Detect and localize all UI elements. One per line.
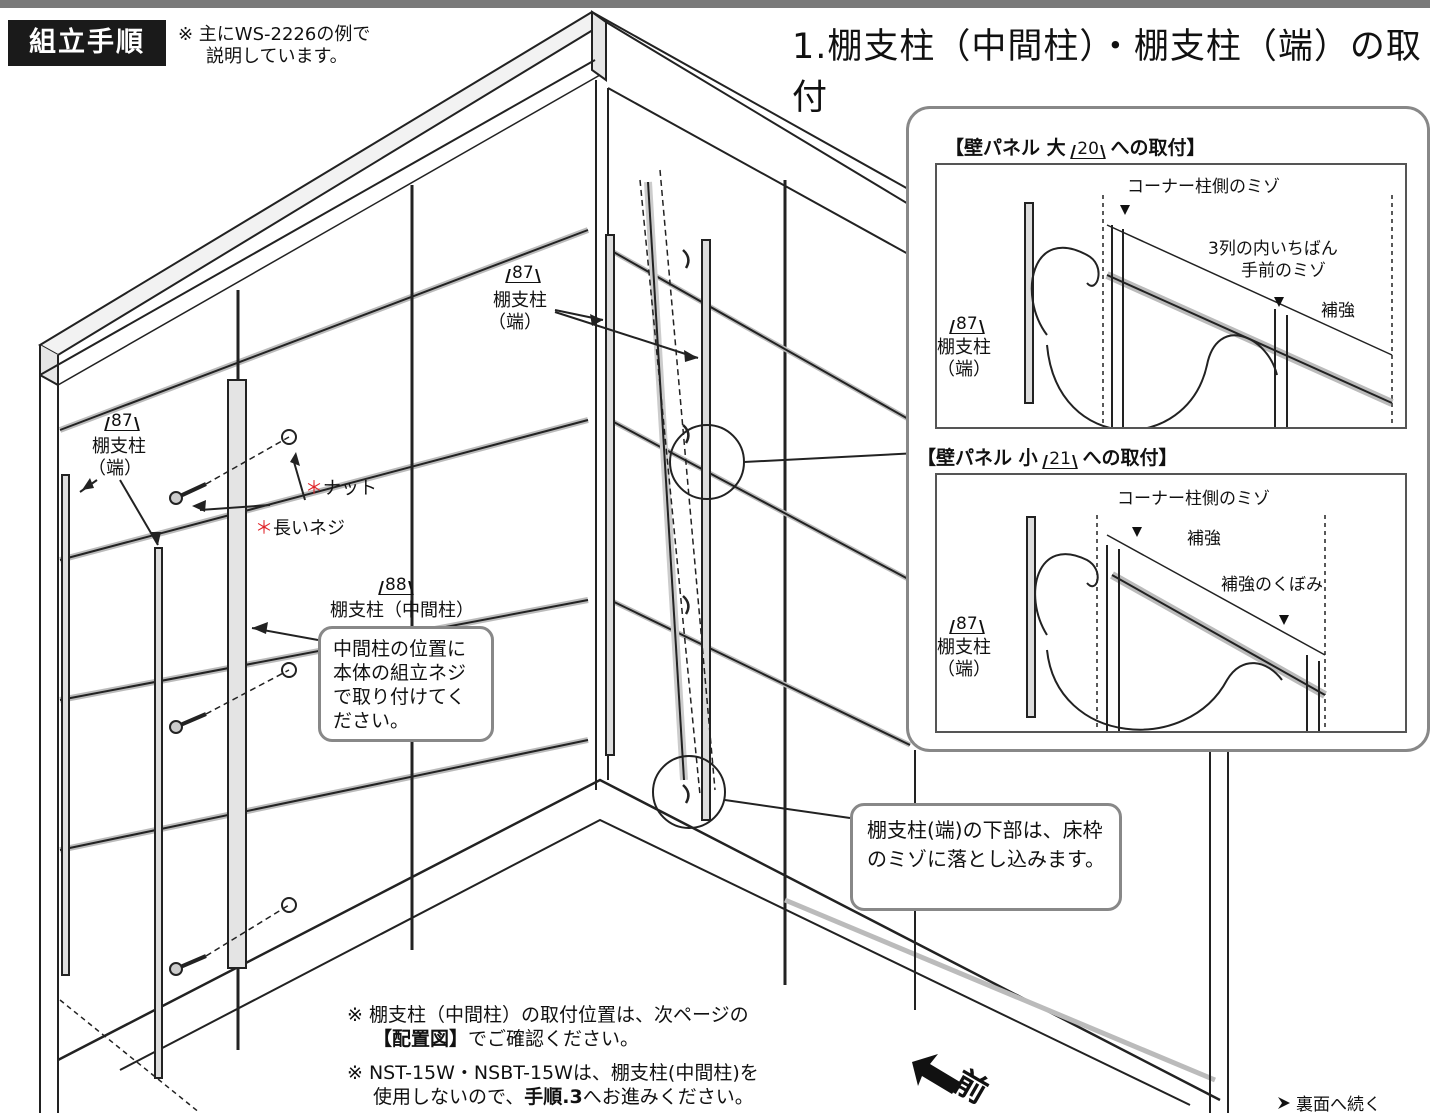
detail-panel: 【壁パネル 大 20 への取付】 コーナー柱側のミゾ 3列の内い (906, 106, 1430, 752)
detail-small-panel: コーナー柱側のミゾ 補強 補強のくぼみ 87 棚支柱 （端） (935, 473, 1407, 733)
label-part-87-right: 87 (507, 262, 539, 284)
label-middle-post: 棚支柱（中間柱） (330, 600, 474, 621)
detail-large-panel: コーナー柱側のミゾ 3列の内いちばん 手前のミゾ 補強 87 棚支柱 （端） (935, 163, 1407, 429)
detail-small-heading: 【壁パネル 小 21 への取付】 (917, 447, 1178, 469)
detail-large-tanashichu: 棚支柱 (937, 337, 991, 358)
callout-middle-post: 中間柱の位置に本体の組立ネジで取り付けてください。 (318, 626, 494, 742)
label-long-screw: ＊長いネジ (255, 518, 345, 539)
detail-small-tanashichu: 棚支柱 (937, 637, 991, 658)
model-note-line2: 説明しています。 (206, 46, 348, 67)
detail-large-part-87: 87 (951, 313, 983, 335)
note-skip-line1: ※ NST-15W・NSBT-15Wは、棚支柱(中間柱)を (347, 1062, 759, 1084)
callout-bottom-drop: 棚支柱(端)の下部は、床枠のミゾに落とし込みます。 (850, 803, 1122, 911)
detail-large-drawing (1024, 195, 1394, 427)
page-title: 1.棚支柱（中間柱）・棚支柱（端）の取付 (792, 27, 1422, 118)
note-skip-step: 手順.3 (524, 1086, 583, 1108)
note-skip: ※ NST-15W・NSBT-15Wは、棚支柱(中間柱)を 使用しないので、手順… (347, 1062, 759, 1108)
detail-small-tan: （端） (937, 659, 991, 680)
chevron-right-icon (1278, 1097, 1290, 1109)
label-nut: ＊ナット (305, 478, 377, 499)
top-rule (0, 0, 1430, 8)
detail-small-corner-groove: コーナー柱側のミゾ (1117, 489, 1270, 509)
detail-large-reinforce: 補強 (1321, 301, 1355, 321)
step-badge: 組立手順 (8, 20, 166, 66)
detail-small-drawing (1026, 515, 1327, 731)
detail-small-part-87: 87 (951, 613, 983, 635)
detail-large-heading: 【壁パネル 大 20 への取付】 (945, 137, 1206, 159)
label-tan-left: （端） (88, 458, 142, 479)
continue-label: 裏面へ続く (1296, 1095, 1381, 1115)
label-tan-right: （端） (488, 312, 542, 333)
detail-large-tan: （端） (937, 359, 991, 380)
detail-large-corner-groove: コーナー柱側のミゾ (1127, 177, 1280, 197)
front-arrow-icon (912, 1054, 960, 1094)
model-note: ※ 主にWS-2226の例で 説明しています。 (178, 24, 370, 68)
label-tanashichu-right: 棚支柱 (493, 290, 547, 311)
detail-small-reinforce-dent: 補強のくぼみ (1221, 575, 1323, 595)
front-label: 前 (947, 1062, 995, 1112)
label-part-87-left: 87 (106, 410, 138, 432)
note-placement-line1: ※ 棚支柱（中間柱）の取付位置は、次ページの (347, 1004, 749, 1026)
model-note-line1: ※ 主にWS-2226の例で (178, 24, 371, 45)
detail-small-reinforce: 補強 (1187, 529, 1221, 549)
detail-large-row3-line1: 3列の内いちばん (1208, 239, 1338, 259)
label-tanashichu-left: 棚支柱 (92, 436, 146, 457)
detail-large-row3-line2: 手前のミゾ (1241, 261, 1326, 281)
note-placement: ※ 棚支柱（中間柱）の取付位置は、次ページの 【配置図】でご確認ください。 (347, 1004, 749, 1050)
note-placement-link: 【配置図】 (373, 1028, 469, 1050)
label-part-88: 88 (380, 574, 412, 596)
